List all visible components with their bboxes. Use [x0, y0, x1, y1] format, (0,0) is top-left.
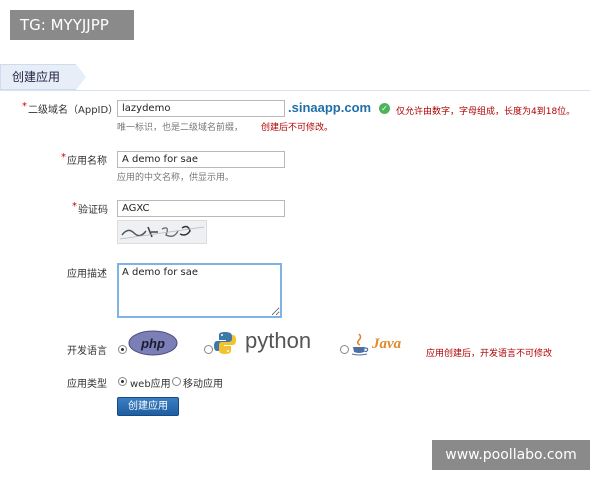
appid-input[interactable] — [117, 100, 285, 117]
app-name-input[interactable] — [117, 151, 285, 168]
captcha-label: 验证码 — [78, 205, 108, 216]
section-tab — [0, 64, 86, 90]
description-textarea[interactable]: A demo for sae — [117, 263, 282, 318]
appid-label: 二级域名（AppID） — [28, 105, 119, 116]
python-logo-icon — [214, 331, 236, 355]
appid-hint: 唯一标识，也是二级域名前缀， — [117, 123, 244, 133]
python-option-label: python — [245, 328, 312, 353]
section-title: 创建应用 — [12, 70, 61, 84]
create-app-button[interactable]: 创建应用 — [117, 397, 179, 416]
appid-rule-text: 仅允许由数字，字母组成，长度为4到18位。 — [396, 107, 576, 117]
captcha-glyphs-icon — [119, 225, 205, 240]
check-circle-icon: ✓ — [379, 103, 390, 114]
required-mark: * — [61, 152, 66, 163]
section-divider — [0, 90, 590, 91]
language-warning: 应用创建后，开发语言不可修改 — [426, 349, 553, 359]
radio-python[interactable] — [204, 345, 213, 354]
radio-mobile-app[interactable] — [172, 377, 181, 386]
java-cup-icon — [350, 332, 370, 356]
radio-php[interactable] — [118, 345, 127, 354]
appid-warning: 创建后不可修改。 — [261, 123, 334, 133]
svg-text:php: php — [140, 336, 165, 351]
app-name-label: 应用名称 — [67, 156, 107, 167]
java-option-label: Java — [372, 336, 402, 352]
description-label: 应用描述 — [67, 269, 107, 280]
language-label: 开发语言 — [67, 346, 107, 357]
required-mark: * — [72, 201, 77, 212]
app-name-hint: 应用的中文名称，供显示用。 — [117, 173, 235, 183]
radio-web-app[interactable] — [118, 377, 127, 386]
watermark-badge-bottom-right: www.poollabo.com — [432, 440, 590, 470]
domain-suffix: .sinaapp.com — [288, 100, 372, 115]
watermark-badge-top-left: TG: MYYJJPP — [10, 10, 134, 40]
captcha-image[interactable] — [117, 220, 207, 244]
radio-java[interactable] — [340, 345, 349, 354]
app-type-label: 应用类型 — [67, 379, 107, 390]
php-logo-icon: php — [128, 330, 178, 356]
required-mark: * — [22, 101, 27, 112]
mobile-app-option-label: 移动应用 — [183, 379, 223, 390]
web-app-option-label: web应用 — [130, 379, 171, 390]
captcha-input[interactable] — [117, 200, 285, 217]
